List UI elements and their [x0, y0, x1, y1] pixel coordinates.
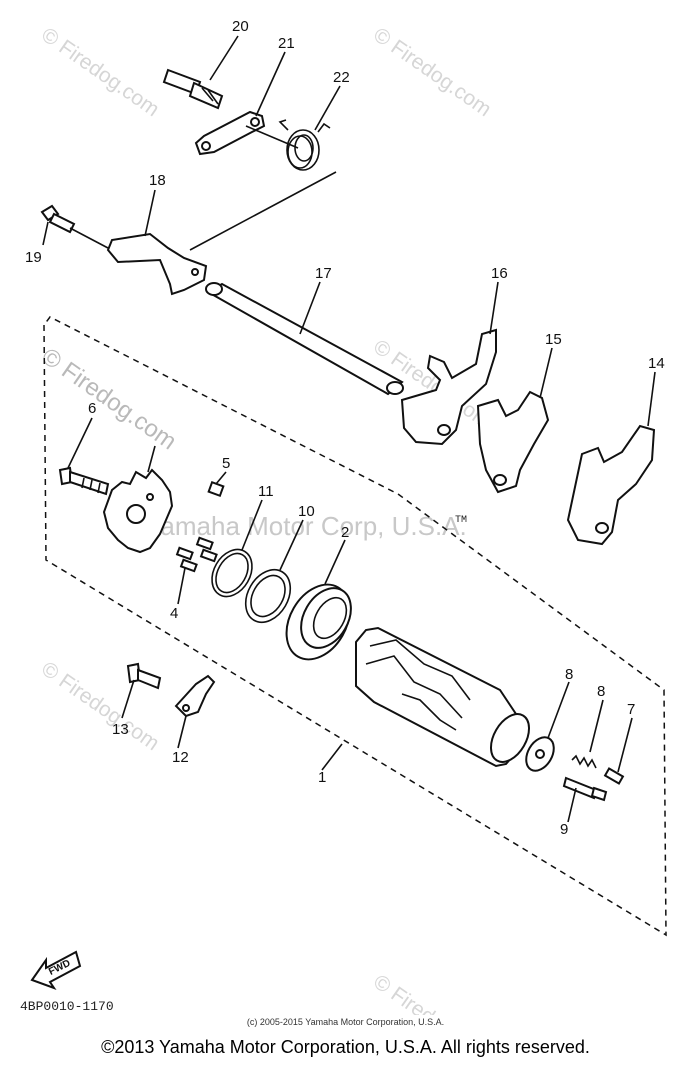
part-4-pins: [175, 536, 218, 573]
part-10-screw: [562, 776, 608, 802]
part-22-link-plate: [194, 110, 266, 156]
callout-1: 1: [318, 769, 326, 786]
part-18-guide-bar: [205, 282, 404, 396]
part-6-bolt: [58, 466, 110, 496]
tm-mark: TM: [455, 515, 467, 526]
part-1-shift-drum: [355, 626, 530, 768]
part-9-hole: [535, 749, 545, 759]
callout-21: 20: [232, 18, 249, 35]
watermark-firedog: © Firedog.com: [37, 23, 163, 121]
callout-7: 7: [627, 701, 635, 718]
part-5-pin: [207, 480, 225, 498]
part-11-washer-inner: [250, 574, 286, 618]
part-8-spring: [571, 754, 597, 769]
part-17-shift-fork: [400, 328, 497, 446]
parts-diagram: © Firedog.com © Firedog.com © Firedog.co…: [20, 18, 667, 1015]
watermark-firedog: © Firedog.com: [37, 343, 182, 456]
part-14-bolt: [126, 662, 162, 690]
callout-15: 14: [648, 355, 665, 372]
part-segment-wheel: [102, 468, 174, 554]
callouts: 20 21 22 18 19 17 16 15 14 6 5 11 10 2 4…: [25, 18, 665, 838]
part-16-shift-fork: [476, 390, 550, 494]
part-12-ring-inner: [215, 552, 249, 594]
part-13-stopper-lever: [174, 674, 216, 718]
callout-12: 11: [258, 483, 274, 500]
callout-5: 5: [222, 455, 230, 472]
callout-9: 8: [565, 666, 573, 683]
callout-6: 6: [88, 400, 96, 417]
small-copyright: (c) 2005-2015 Yamaha Motor Corporation, …: [246, 1017, 445, 1027]
callout-8: 8: [597, 683, 605, 700]
callout-4: 4: [170, 605, 178, 622]
callout-19: 18: [149, 172, 166, 189]
part-11-washer: [244, 568, 292, 624]
leader-lines: [42, 35, 656, 823]
part-20-bolt: [40, 204, 76, 234]
watermark-firedog: © Firedog.com: [369, 970, 495, 1015]
callout-18: 17: [315, 265, 332, 282]
callout-13: 12: [172, 749, 189, 766]
part-21-bolt: [162, 68, 224, 110]
part-19-shift-arm: [106, 232, 208, 296]
copyright-text: ©2013 Yamaha Motor Corporation, U.S.A. A…: [101, 1037, 590, 1057]
part-7-pin: [603, 767, 625, 785]
watermark-yamaha: Yamaha Motor Corp, U.S.A.: [145, 511, 467, 541]
assembly-boundary: [43, 316, 667, 937]
part-2-bearing: [285, 583, 352, 661]
part-12-ring: [211, 548, 253, 598]
callout-11: 10: [298, 503, 315, 520]
leader-line: [69, 227, 109, 249]
leader-line: [189, 171, 337, 251]
callout-20: 19: [25, 249, 42, 266]
part-15-shift-fork: [566, 424, 656, 546]
callout-16: 15: [545, 331, 562, 348]
part-23-spring: [278, 119, 331, 171]
drawing-code: 4BP0010-1170: [20, 999, 114, 1014]
callout-10: 9: [560, 821, 568, 838]
fwd-arrow-icon: FWD: [30, 950, 82, 990]
watermark-firedog: © Firedog.com: [369, 23, 495, 121]
callout-14: 13: [112, 721, 129, 738]
callout-17: 16: [491, 265, 508, 282]
callout-22: 21: [278, 35, 295, 52]
callout-23: 22: [333, 69, 350, 86]
callout-2: 2: [341, 524, 349, 541]
leader-line: [245, 125, 299, 149]
